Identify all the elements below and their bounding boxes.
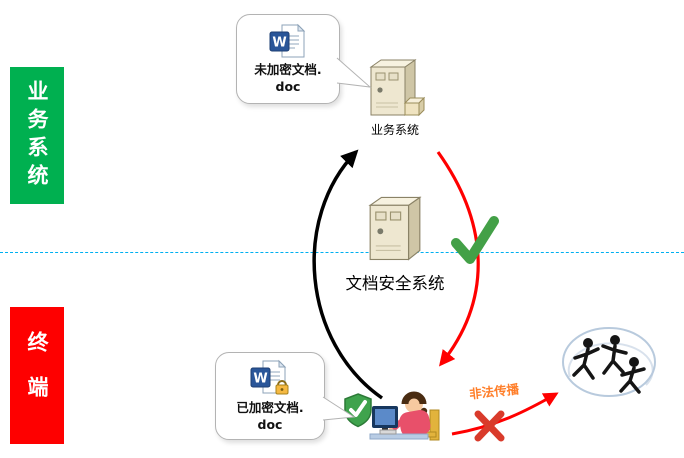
callout-unencrypted-doc: W 未加密文档. doc [236, 14, 340, 104]
silhouette-figure [601, 335, 628, 375]
word-letter: W [253, 372, 267, 387]
server-icon [368, 196, 422, 261]
people-silhouettes-icon [562, 327, 656, 397]
keyboard [379, 429, 397, 435]
unencrypted-doc-label: 未加密文档. doc [254, 62, 321, 95]
doc-name-line2: doc [257, 416, 283, 432]
word-letter: W [272, 36, 286, 51]
callout-tail [322, 396, 356, 421]
distribute-arrow [436, 151, 480, 367]
server-icon [369, 59, 425, 117]
illegal-spread-arrow [451, 392, 559, 436]
security-server-label: 文档安全系统 [345, 274, 445, 293]
callout-encrypted-doc: W 已加密文档. doc [215, 352, 325, 440]
silhouette-figure [572, 338, 600, 380]
doc-name-line2: doc [275, 78, 301, 94]
zone-label-business-system: 业务系统 [10, 67, 64, 204]
silhouette-figure [619, 357, 646, 394]
user-hair [401, 391, 427, 405]
zone-divider-line [0, 252, 684, 253]
word-document-icon: W [269, 24, 306, 58]
business-server-label: 业务系统 [370, 123, 419, 137]
small-box-icon [403, 96, 425, 117]
encrypted-doc-label: 已加密文档. doc [236, 400, 303, 433]
business-server: 业务系统 [358, 57, 432, 138]
lock-icon [275, 380, 289, 395]
doc-name-line1: 已加密文档. [236, 400, 304, 416]
zone-label-terminal: 终端 [10, 307, 64, 444]
blocked-x-icon [474, 410, 505, 442]
callout-tail [336, 57, 372, 88]
security-server: 文档安全系统 [345, 194, 445, 294]
illegal-spread-label: 非法传播 [468, 381, 520, 402]
shield-check-icon [344, 393, 372, 428]
desk [369, 433, 429, 440]
doc-name-line1: 未加密文档. [254, 62, 322, 78]
allowed-check-icon [451, 216, 499, 264]
word-document-locked-icon: W [250, 360, 289, 395]
user-at-computer-icon [344, 391, 440, 441]
